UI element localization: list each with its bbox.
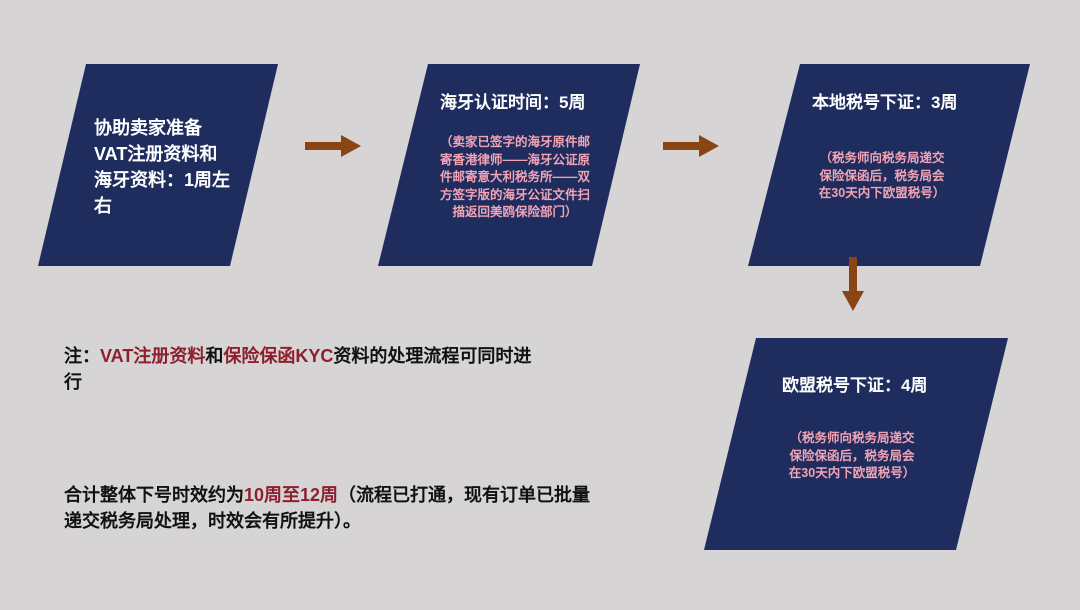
step-4-box: 欧盟税号下证：4周 （税务师向税务局递交保险保函后，税务局会在30天内下欧盟税号… — [704, 338, 1008, 550]
total-prefix: 合计整体下号时效约为 — [64, 485, 244, 505]
total-time-text: 合计整体下号时效约为10周至12周（流程已打通，现有订单已批量递交税务局处理，时… — [64, 482, 604, 534]
step-4-detail: （税务师向税务局递交保险保函后，税务局会在30天内下欧盟税号） — [788, 431, 916, 480]
step-3-box: 本地税号下证：3周 （税务师向税务局递交保险保函后，税务局会在30天内下欧盟税号… — [748, 64, 1030, 266]
step-1-title: 协助卖家准备VAT注册资料和海牙资料：1周左右 — [94, 118, 231, 216]
total-highlight: 10周至12周 — [244, 485, 339, 505]
step-2-shape — [378, 64, 640, 266]
step-3-title: 本地税号下证：3周 — [812, 93, 958, 112]
parallel-note: 注：VAT注册资料和保险保函KYC资料的处理流程可同时进行 — [64, 343, 544, 395]
step-4-title: 欧盟税号下证：4周 — [782, 376, 928, 395]
note-suffix: 资料的处理流程可同时进行 — [64, 346, 532, 392]
arrow-down — [842, 257, 864, 311]
note-mid: 和 — [205, 346, 224, 366]
note-prefix: 注： — [64, 346, 100, 366]
note-highlight-kyc: 保险保函KYC — [223, 346, 334, 366]
arrow-right-1 — [305, 135, 361, 157]
step-3-detail: （税务师向税务局递交保险保函后，税务局会在30天内下欧盟税号） — [818, 151, 946, 200]
step-2-box: 海牙认证时间：5周 （卖家已签字的海牙原件邮寄香港律师——海牙公证原件邮寄意大利… — [378, 64, 640, 266]
step-1-shape — [38, 64, 278, 266]
step-3-shape — [748, 64, 1030, 266]
arrow-right-2 — [663, 135, 719, 157]
step-4-shape — [704, 338, 1008, 550]
step-2-title: 海牙认证时间：5周 — [440, 93, 586, 112]
note-highlight-vat: VAT注册资料 — [100, 346, 206, 366]
step-2-detail: （卖家已签字的海牙原件邮寄香港律师——海牙公证原件邮寄意大利税务所——双方签字版… — [439, 135, 590, 219]
total-suffix: （流程已打通，现有订单已批量递交税务局处理，时效会有所提升）。 — [64, 485, 591, 531]
step-1-box: 协助卖家准备VAT注册资料和海牙资料：1周左右 — [38, 64, 278, 266]
